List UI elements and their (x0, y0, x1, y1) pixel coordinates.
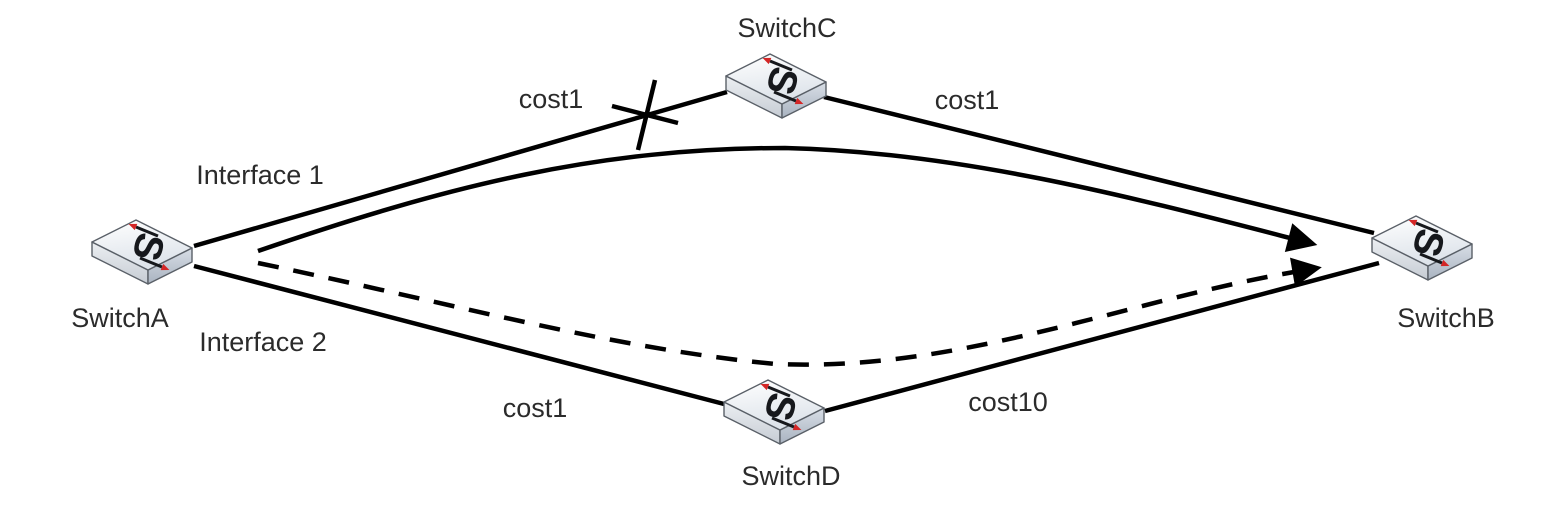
backup-path-arrow (257, 257, 1322, 367)
node-label-switcha: SwitchA (71, 303, 169, 333)
node-label-switchb: SwitchB (1397, 303, 1495, 333)
cost-label-a-d: cost1 (502, 393, 568, 423)
cost-label-a-c: cost1 (518, 84, 584, 114)
link-switchd-switchb (824, 260, 1380, 414)
link-switchc-switchb (823, 94, 1375, 236)
node-switcha-icon (90, 218, 194, 286)
link-switcha-switchc (193, 89, 728, 249)
node-switchd-icon (722, 378, 826, 446)
interface-1-label: Interface 1 (196, 160, 324, 190)
active-path-arrow (257, 145, 1318, 254)
node-label-switchd: SwitchD (741, 461, 841, 491)
node-label-switchc: SwitchC (737, 13, 837, 43)
cost-label-c-b: cost1 (934, 85, 1000, 115)
interface-2-label: Interface 2 (199, 327, 327, 357)
link-failure-cross-icon (611, 79, 679, 151)
node-switchc-icon (724, 52, 828, 120)
link-switcha-switchd (193, 263, 725, 407)
node-switchb-icon (1370, 214, 1474, 282)
cost-label-d-b: cost10 (968, 387, 1048, 417)
